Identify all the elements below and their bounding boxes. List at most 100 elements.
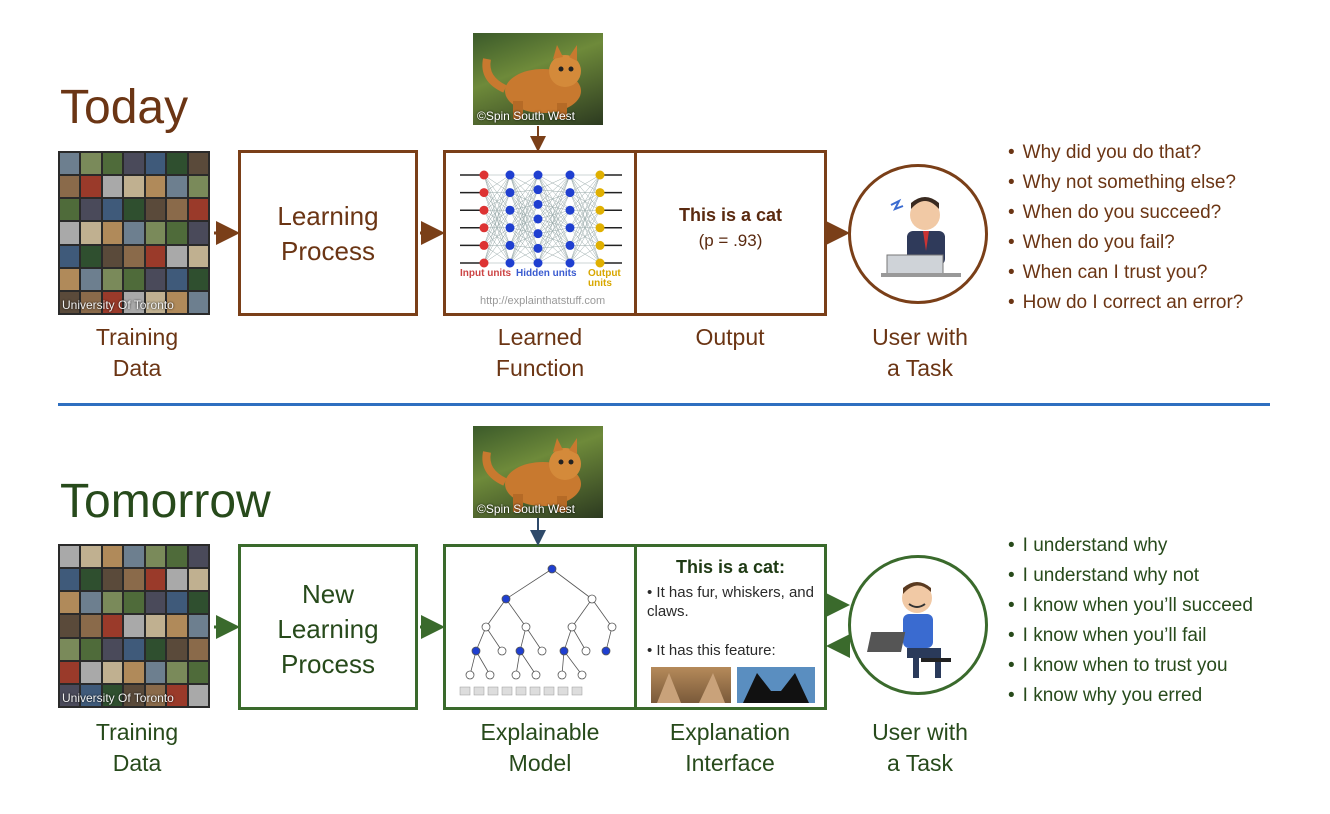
thumbnail-tile bbox=[124, 176, 144, 198]
user-caption-today: User with a Task bbox=[872, 324, 968, 381]
thumbnail-tile bbox=[145, 638, 166, 660]
nn-edge bbox=[509, 189, 539, 211]
nn-node bbox=[565, 205, 575, 215]
cat-ear-silhouette-image bbox=[737, 667, 815, 703]
nn-edge bbox=[569, 174, 601, 264]
nn-edge bbox=[509, 189, 539, 264]
nn-node bbox=[565, 240, 575, 250]
nn-node bbox=[533, 170, 543, 180]
tree-leaf-box bbox=[557, 686, 569, 696]
explanation-interface-box: This is a cat: • It has fur, whiskers, a… bbox=[634, 544, 827, 710]
nn-node bbox=[479, 223, 489, 233]
nn-edge bbox=[537, 189, 571, 211]
question-item: How do I correct an error? bbox=[1008, 288, 1244, 318]
thumbnail-tile bbox=[188, 245, 208, 267]
tree-leaf-box bbox=[571, 686, 583, 696]
nn-node bbox=[565, 223, 575, 233]
today-questions-list: Why did you do that?Why not something el… bbox=[1008, 138, 1244, 318]
thumbnail-tile bbox=[102, 291, 123, 313]
thumbnail-tile bbox=[60, 245, 80, 267]
happy-user-icon bbox=[867, 582, 951, 678]
thumbnail-tile bbox=[81, 268, 101, 290]
question-item: Why did you do that? bbox=[1008, 138, 1243, 168]
tree-leaf-box bbox=[501, 686, 513, 696]
thumbnail-tile bbox=[81, 291, 101, 313]
nn-node bbox=[505, 223, 515, 233]
tree-node bbox=[567, 622, 577, 632]
nn-edge bbox=[537, 174, 571, 264]
nn-edge bbox=[537, 189, 571, 193]
user-circle-today bbox=[848, 164, 988, 304]
nn-edge bbox=[569, 174, 601, 246]
thumbnail-tile bbox=[167, 684, 187, 706]
nn-edge bbox=[509, 233, 539, 264]
thumbnail-tile bbox=[60, 661, 80, 683]
nn-edge bbox=[537, 245, 571, 264]
thumbnail-tile bbox=[124, 268, 144, 290]
question-item: When do you succeed? bbox=[1008, 198, 1243, 228]
nn-edge bbox=[569, 227, 601, 264]
nn-edge bbox=[509, 204, 539, 228]
nn-node bbox=[565, 188, 575, 198]
nn-edge bbox=[483, 227, 511, 264]
nn-edge bbox=[537, 210, 571, 249]
thumbnail-tile bbox=[81, 153, 101, 175]
thumbnail-tile bbox=[124, 684, 144, 706]
training-data-image-tomorrow: University Of Toronto bbox=[58, 544, 210, 708]
nn-edge bbox=[537, 218, 571, 229]
thumbnail-tile bbox=[145, 199, 166, 221]
nn-edge bbox=[483, 210, 511, 264]
nn-edge bbox=[483, 245, 511, 264]
nn-node bbox=[479, 258, 489, 268]
cat-watermark-tomorrow: ©Spin South West bbox=[477, 502, 576, 516]
thumbnail-tile bbox=[145, 291, 166, 313]
nn-node bbox=[505, 240, 515, 250]
thumbnail-tile bbox=[188, 592, 208, 614]
nn-node bbox=[565, 258, 575, 268]
nn-edge bbox=[569, 192, 601, 264]
nn-edge bbox=[537, 189, 571, 246]
confused-user-icon bbox=[881, 197, 961, 277]
thumbnail-tile bbox=[60, 268, 80, 290]
nn-edge bbox=[537, 174, 571, 234]
cat-input-image-tomorrow: ©Spin South West bbox=[473, 426, 603, 518]
tree-leaf-box bbox=[543, 686, 555, 696]
tomorrow-title: Tomorrow bbox=[60, 475, 271, 528]
nn-node bbox=[565, 170, 575, 180]
thumbnail-tile bbox=[81, 615, 101, 637]
thumbnail-tile bbox=[102, 268, 123, 290]
explanation-point-2: • It has this feature: bbox=[647, 642, 776, 659]
cat-watermark: ©Spin South West bbox=[477, 109, 576, 123]
tree-leaf-box bbox=[459, 686, 471, 696]
new-learning-process-label: New Learning Process bbox=[277, 579, 379, 679]
nn-edge bbox=[537, 204, 571, 229]
thumbnail-tile bbox=[60, 569, 80, 591]
neural-network-diagram bbox=[460, 170, 622, 268]
tree-node bbox=[587, 594, 597, 604]
thumbnail-tile bbox=[81, 176, 101, 198]
tree-node bbox=[531, 670, 541, 680]
tree-node bbox=[471, 646, 481, 656]
thumbnail-tile bbox=[60, 153, 80, 175]
nn-edge bbox=[537, 189, 571, 228]
tree-edge bbox=[571, 626, 587, 652]
thumbnail-tile bbox=[167, 291, 187, 313]
nn-edge bbox=[509, 233, 539, 246]
question-item: When do you fail? bbox=[1008, 228, 1243, 258]
tree-node bbox=[577, 670, 587, 680]
tree-leaf-box bbox=[529, 686, 541, 696]
nn-edge bbox=[537, 209, 571, 234]
nn-edge bbox=[537, 174, 571, 190]
tree-node bbox=[601, 646, 611, 656]
nn-edge bbox=[569, 210, 601, 264]
output-caption: Output bbox=[695, 324, 765, 350]
learned-function-caption: Learned Function bbox=[495, 324, 585, 381]
thumbnail-tile bbox=[167, 546, 187, 568]
nn-edge bbox=[569, 174, 601, 228]
nn-edge bbox=[537, 218, 571, 264]
nn-edge bbox=[537, 227, 571, 264]
nn-edge bbox=[537, 204, 571, 264]
nn-node bbox=[505, 170, 515, 180]
nn-node bbox=[479, 240, 489, 250]
question-item: Why not something else? bbox=[1008, 168, 1243, 198]
